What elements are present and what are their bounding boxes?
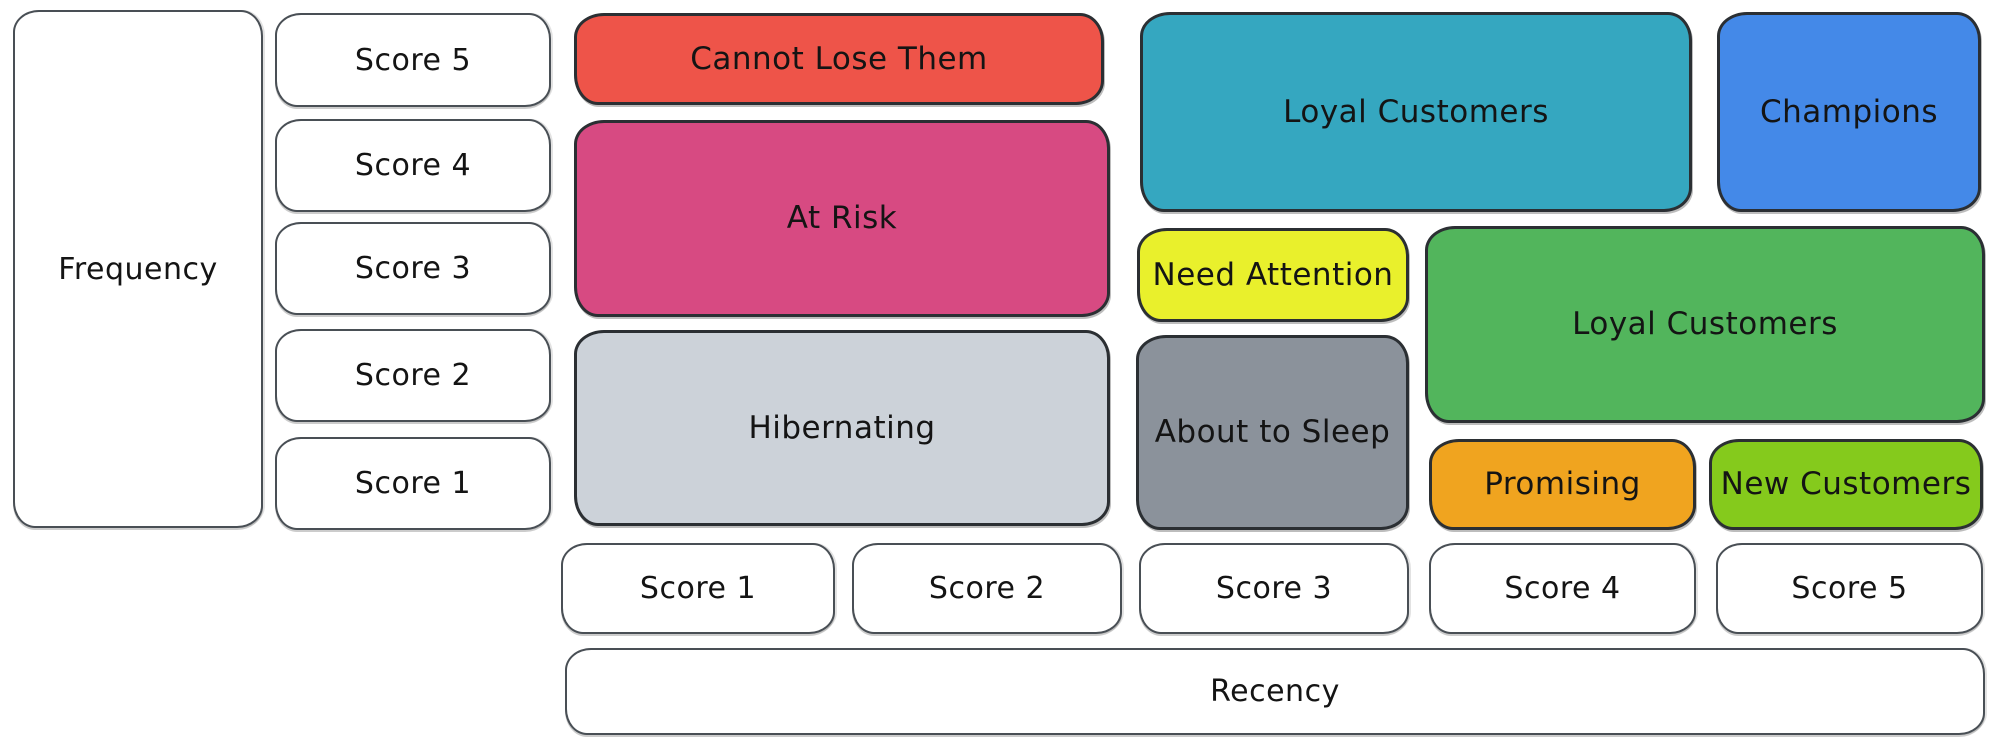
segment-at-risk: At Risk: [574, 120, 1110, 317]
frequency-score-2-box: Score 2: [275, 329, 551, 422]
segment-about-to-sleep: About to Sleep: [1136, 335, 1409, 530]
segment-cannot-lose-them: Cannot Lose Them: [574, 13, 1104, 105]
frequency-axis-label-box: Frequency: [13, 10, 263, 528]
recency-axis-label-box: Recency: [565, 648, 1985, 735]
segment-promising: Promising: [1429, 439, 1696, 530]
segment-hibernating: Hibernating: [574, 330, 1110, 526]
segment-loyal-customers-right: Loyal Customers: [1425, 226, 1985, 423]
frequency-score-5-box: Score 5: [275, 13, 551, 107]
segment-new-customers: New Customers: [1709, 439, 1983, 530]
recency-score-1-box: Score 1: [561, 543, 835, 634]
segment-champions: Champions: [1717, 12, 1981, 212]
recency-score-4-box: Score 4: [1429, 543, 1696, 634]
recency-score-2-box: Score 2: [852, 543, 1122, 634]
segment-loyal-customers-top: Loyal Customers: [1140, 12, 1692, 212]
segment-need-attention: Need Attention: [1137, 228, 1409, 322]
recency-score-5-box: Score 5: [1716, 543, 1983, 634]
frequency-score-1-box: Score 1: [275, 437, 551, 530]
frequency-score-4-box: Score 4: [275, 119, 551, 212]
frequency-score-3-box: Score 3: [275, 222, 551, 315]
recency-score-3-box: Score 3: [1139, 543, 1409, 634]
